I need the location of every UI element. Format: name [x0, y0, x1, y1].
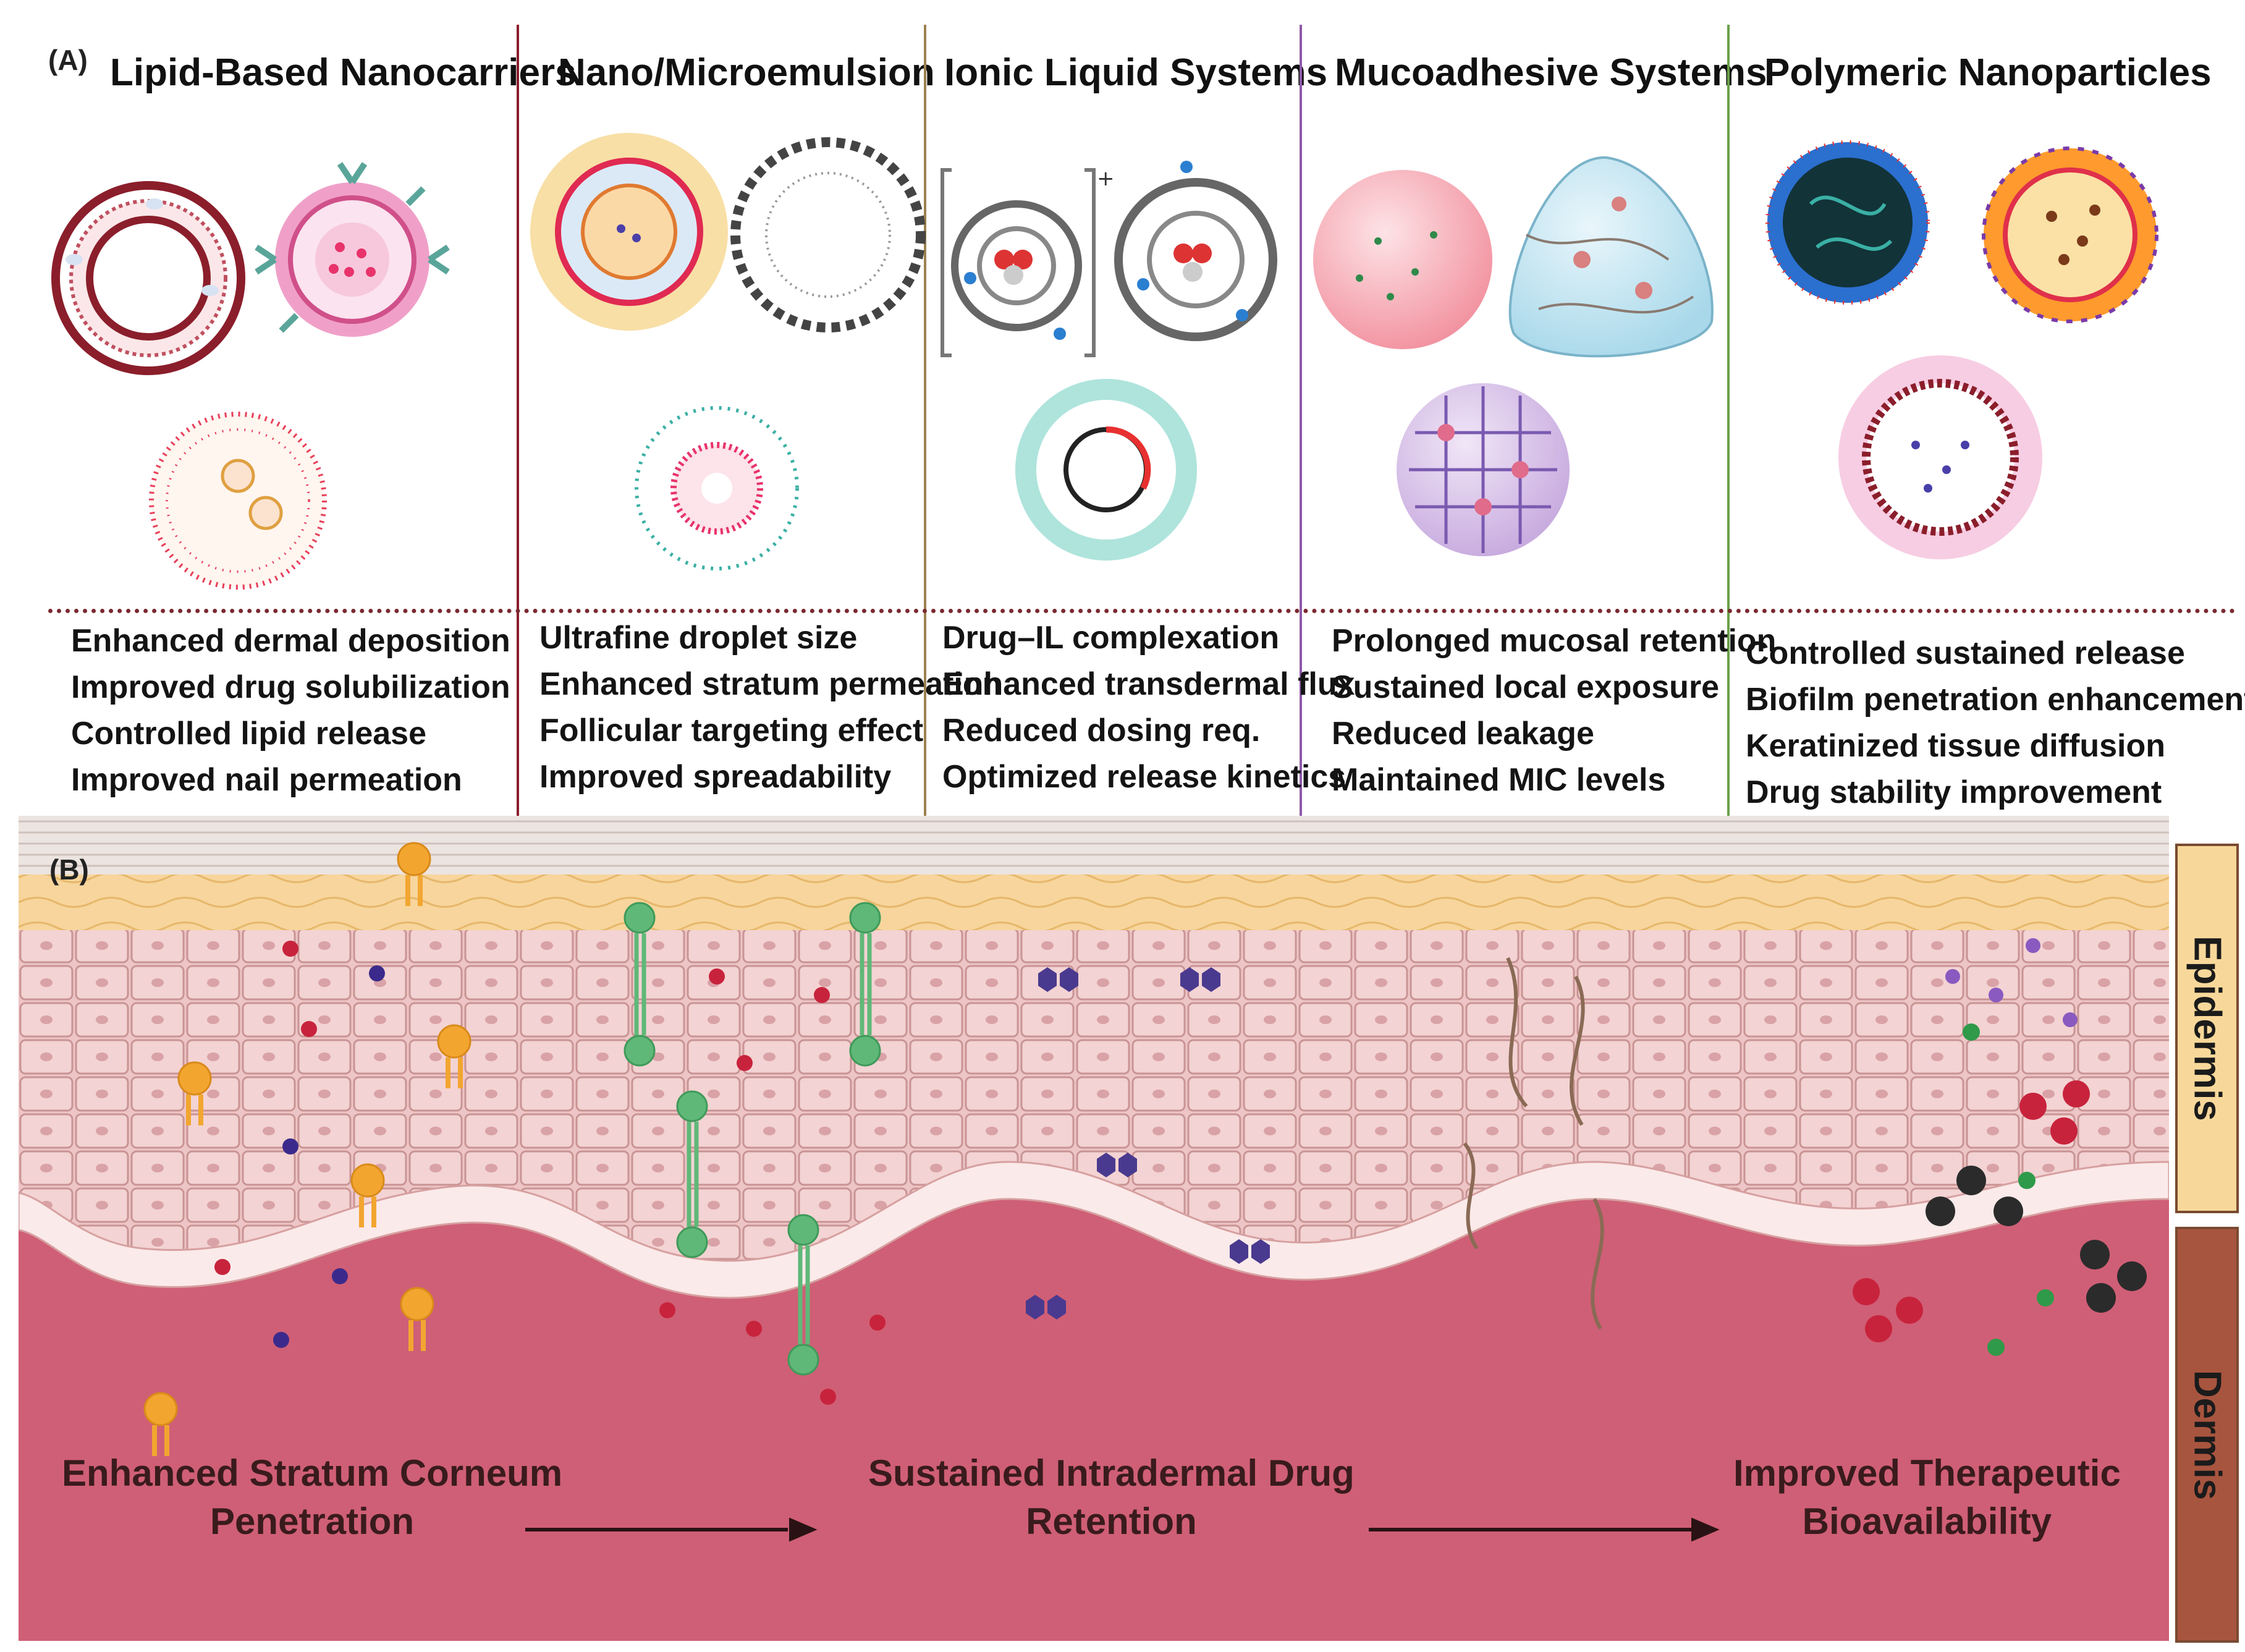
- bullet-item: Reduced leakage: [1332, 716, 1594, 752]
- ionic-liquid-cation-icon: +: [941, 166, 1115, 357]
- outcome-line: Retention: [1026, 1501, 1197, 1542]
- bullet-item: Controlled lipid release: [71, 716, 427, 752]
- bullets-polymeric: Controlled sustained release Biofilm pen…: [1746, 630, 2245, 816]
- liposome-icon: [51, 181, 245, 375]
- ionic-liquid-anion-icon: [1114, 161, 1277, 341]
- microemulsion-droplet-icon: [530, 133, 728, 331]
- bullets-microemulsion: Ultrafine droplet size Enhanced stratum …: [539, 615, 1002, 800]
- title-lipid-nanocarriers: Lipid-Based Nanocarriers: [110, 51, 577, 94]
- bullet-item: Reduced dosing req.: [942, 713, 1261, 748]
- mucoadhesive-strands: [1463, 957, 1604, 1330]
- panel-a-separator: [48, 609, 2236, 613]
- hydrogel-matrix-icon: [1508, 156, 1714, 358]
- bullet-item: Enhanced dermal deposition: [71, 623, 510, 659]
- bullet-item: Ultrafine droplet size: [539, 620, 858, 656]
- mucoadhesive-sphere-icon: [1313, 170, 1492, 349]
- bullets-ionic: Drug–IL complexation Enhanced transderma…: [942, 615, 1355, 800]
- ionic-liquid-complex-icons: [1026, 967, 1270, 1319]
- bullet-item: Enhanced transdermal flux: [942, 666, 1355, 702]
- dermis-label: Dermis: [2186, 1370, 2228, 1500]
- outcome-penetration: Enhanced Stratum Corneum Penetration: [62, 1449, 562, 1546]
- outcome-line: Improved Therapeutic: [1733, 1452, 2121, 1494]
- divider-1: [517, 25, 519, 816]
- panel-a-label: (A): [48, 44, 88, 76]
- title-mucoadhesive: Mucoadhesive Systems: [1335, 51, 1767, 94]
- outcome-retention: Sustained Intradermal Drug Retention: [868, 1449, 1355, 1546]
- panel-b-label: (B): [49, 854, 89, 886]
- bullet-item: Enhanced stratum permeation: [539, 666, 1002, 702]
- polymersome-icon: [1838, 355, 2042, 559]
- bullet-item: Drug–IL complexation: [942, 620, 1280, 656]
- bullet-item: Sustained local exposure: [1332, 669, 1720, 705]
- outcome-arrows: [525, 1517, 1720, 1542]
- bullet-item: Improved spreadability: [539, 759, 892, 795]
- divider-3: [1300, 25, 1302, 816]
- reverse-micelle-icon: [730, 137, 926, 333]
- nanocarrier-illustrations: +: [51, 133, 2158, 590]
- title-polymeric-np: Polymeric Nanoparticles: [1764, 51, 2212, 94]
- divider-2: [924, 25, 926, 816]
- outcome-line: Penetration: [210, 1501, 415, 1542]
- bullet-item: Controlled sustained release: [1746, 635, 2185, 671]
- drug-molecule-dots: [214, 941, 886, 1405]
- bullets-mucoadhesive: Prolonged mucosal retention Sustained lo…: [1332, 618, 1776, 803]
- bullet-item: Maintained MIC levels: [1332, 762, 1666, 798]
- outcome-line: Enhanced Stratum Corneum: [62, 1452, 563, 1494]
- divider-4: [1727, 25, 1730, 816]
- title-ionic-liquid: Ionic Liquid Systems: [944, 51, 1328, 94]
- bullet-item: Keratinized tissue diffusion: [1746, 728, 2165, 764]
- polymeric-nanosphere-icon: [1765, 140, 1930, 305]
- bullet-item: Follicular targeting effect: [539, 713, 924, 748]
- skin-cross-section: [19, 816, 2169, 1641]
- bullet-item: Prolonged mucosal retention: [1332, 623, 1777, 659]
- bullet-item: Optimized release kinetics: [942, 759, 1347, 795]
- bullets-lipid: Enhanced dermal deposition Improved drug…: [71, 618, 510, 803]
- nanoemulsion-micelle-icon: [635, 406, 799, 570]
- bullet-item: Drug stability improvement: [1746, 774, 2162, 810]
- lipid-carrier-icons: [143, 842, 471, 1456]
- ionic-vesicle-icon: [1015, 379, 1197, 561]
- nanoliposome-cluster-icon: [149, 412, 327, 590]
- title-nano-microemulsion: Nano/Microemulsion: [558, 51, 935, 94]
- dermis-tab: Dermis: [2175, 1227, 2239, 1643]
- epidermis-label: Epidermis: [2186, 936, 2228, 1121]
- outcome-line: Bioavailability: [1802, 1501, 2052, 1542]
- bullet-item: Biofilm penetration enhancement: [1746, 682, 2245, 718]
- immunoliposome-icon: [255, 162, 450, 337]
- outcome-bioavailability: Improved Therapeutic Bioavailability: [1733, 1449, 2121, 1546]
- polymeric-core-shell-icon: [1982, 146, 2158, 323]
- bullet-item: Improved drug solubilization: [71, 669, 510, 705]
- mucoadhesive-particle-icon: [1397, 383, 1570, 556]
- bullet-item: Improved nail permeation: [71, 762, 462, 798]
- outcome-line: Sustained Intradermal Drug: [868, 1452, 1355, 1494]
- epidermis-tab: Epidermis: [2175, 844, 2239, 1213]
- ionic-plus-sign: +: [1097, 166, 1115, 191]
- polymeric-release-dots: [1853, 938, 2147, 1356]
- microemulsion-carrier-icons: [624, 902, 881, 1376]
